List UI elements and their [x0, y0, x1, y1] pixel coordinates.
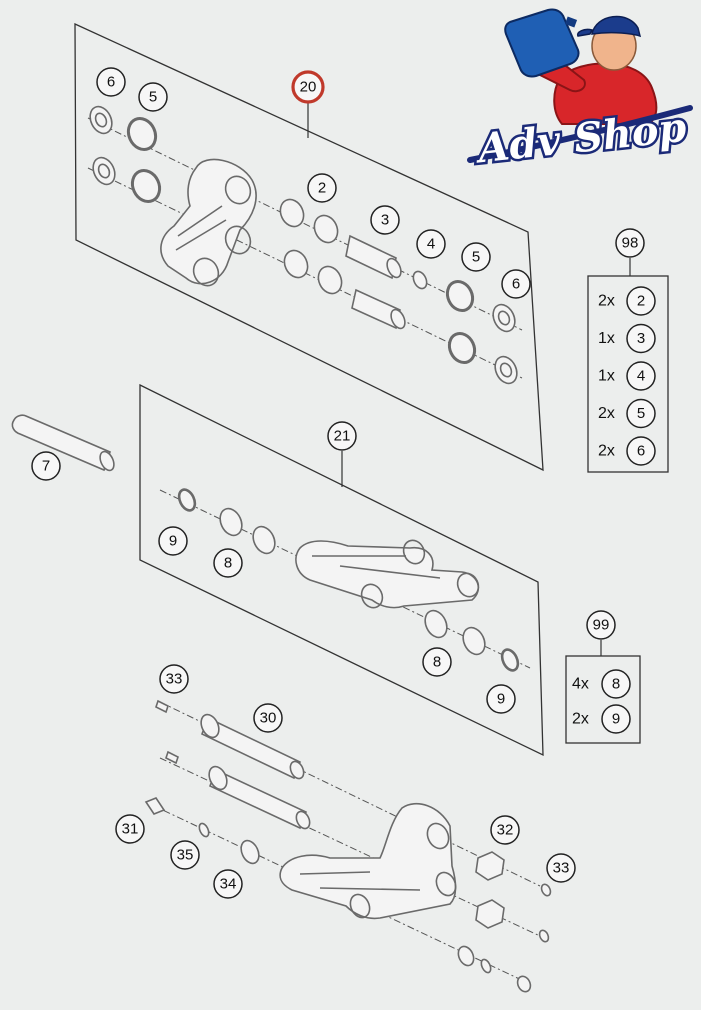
callout-8-left: 8: [213, 548, 243, 578]
callout-21: 21: [327, 421, 357, 451]
callout-4: 4: [416, 229, 446, 259]
kit-row-qty: 2x: [598, 405, 615, 422]
svg-text:6: 6: [107, 74, 115, 91]
kit-row: 2x 5: [598, 398, 656, 429]
svg-text:9: 9: [497, 691, 505, 708]
callout-5-left: 5: [138, 82, 168, 112]
kit-row-part-callout: 4: [626, 361, 656, 391]
kit-99-rows: 4x 8 2x 9: [572, 669, 631, 734]
svg-text:5: 5: [637, 405, 645, 422]
callout-8-right: 8: [422, 647, 452, 677]
kit-99-box: [565, 655, 641, 744]
logo-swoosh: [467, 105, 693, 163]
callout-33-top: 33: [159, 664, 189, 694]
kit-row-part-callout: 9: [601, 704, 631, 734]
svg-text:4: 4: [427, 236, 435, 253]
svg-text:32: 32: [497, 822, 514, 839]
kit-row-qty: 2x: [598, 443, 615, 460]
callout-3: 3: [370, 205, 400, 235]
mascot-canister: [504, 8, 580, 78]
advshop-logo: Adv Shop: [467, 8, 693, 175]
kit-row-part-callout: 8: [601, 669, 631, 699]
svg-text:34: 34: [220, 876, 237, 893]
pin-7: [11, 414, 115, 472]
svg-text:33: 33: [553, 860, 570, 877]
kit-row: 2x 9: [572, 704, 631, 734]
kit-row-part-callout: 2: [626, 286, 656, 316]
svg-text:6: 6: [512, 276, 520, 293]
logo-text: Adv Shop: [472, 104, 689, 173]
callout-99: 99: [586, 610, 616, 640]
svg-text:9: 9: [169, 533, 177, 550]
svg-text:8: 8: [224, 555, 232, 572]
svg-text:8: 8: [433, 654, 441, 671]
kit-row-part-callout: 5: [626, 398, 656, 429]
lower-assembly: [144, 699, 552, 993]
callout-7: 7: [31, 451, 61, 481]
kit-row: 2x 2: [598, 286, 656, 316]
callout-6-right: 6: [501, 269, 531, 299]
kit-row-qty: 1x: [598, 330, 615, 347]
svg-text:4: 4: [637, 368, 645, 385]
kit-row-qty: 4x: [572, 676, 589, 693]
svg-text:5: 5: [472, 249, 480, 266]
callout-30: 30: [253, 703, 283, 733]
svg-text:2: 2: [637, 293, 645, 310]
mascot-canister-cap: [564, 16, 578, 28]
assembly-21-panel: [139, 383, 544, 757]
svg-text:20: 20: [300, 79, 317, 96]
svg-text:35: 35: [177, 847, 194, 864]
svg-text:8: 8: [612, 676, 620, 693]
callout-5-right: 5: [461, 242, 491, 272]
svg-text:3: 3: [381, 212, 389, 229]
callout-6-left: 6: [96, 67, 126, 97]
kit-row: 1x 4: [598, 361, 656, 391]
callout-20: 20: [291, 70, 325, 104]
kit-row-part-callout: 3: [626, 323, 656, 354]
kit-99: 99 4x 8 2x 9: [565, 610, 641, 744]
callout-33-right: 33: [546, 853, 576, 883]
svg-text:33: 33: [166, 671, 183, 688]
kit-row-qty: 2x: [572, 711, 589, 728]
svg-text:30: 30: [260, 710, 277, 727]
kit-98-rows: 2x 2 1x 3 1x 4 2x 5 2x 6: [598, 286, 656, 466]
assembly-20-panel: [74, 22, 544, 472]
svg-text:9: 9: [612, 711, 620, 728]
callout-2: 2: [307, 173, 337, 203]
callout-9-right: 9: [486, 684, 516, 714]
kit-row-part-callout: 6: [626, 436, 656, 466]
kit-98: 98 2x 2 1x 3 1x 4 2x 5 2x 6: [587, 228, 669, 473]
kit-row: 1x 3: [598, 323, 656, 354]
svg-text:99: 99: [593, 617, 610, 634]
svg-text:2: 2: [318, 180, 326, 197]
svg-text:3: 3: [637, 330, 645, 347]
svg-text:7: 7: [42, 458, 50, 475]
kit-row: 2x 6: [598, 436, 656, 466]
svg-text:98: 98: [622, 235, 639, 252]
svg-text:21: 21: [334, 428, 351, 445]
leader-lines: [307, 103, 631, 656]
callout-31: 31: [115, 814, 145, 844]
callout-34: 34: [213, 869, 243, 899]
kit-row-qty: 2x: [598, 293, 615, 310]
callout-9-left: 9: [158, 526, 188, 556]
kit-row-qty: 1x: [598, 368, 615, 385]
callout-98: 98: [615, 228, 645, 258]
svg-text:31: 31: [122, 821, 139, 838]
callout-32: 32: [490, 815, 520, 845]
kit-row: 4x 8: [572, 669, 631, 699]
kit-98-box: [587, 275, 669, 473]
svg-text:6: 6: [637, 443, 645, 460]
callout-35: 35: [170, 840, 200, 870]
svg-text:5: 5: [149, 89, 157, 106]
mascot-cap: [576, 15, 642, 38]
